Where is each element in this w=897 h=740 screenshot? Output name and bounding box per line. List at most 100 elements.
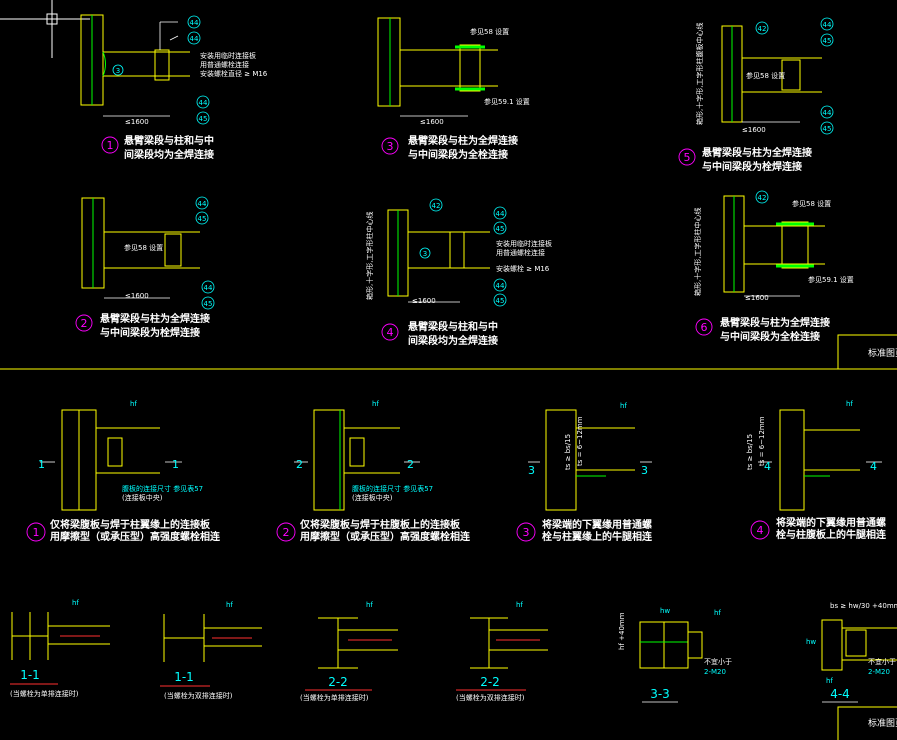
detail-top-4[interactable]: 42 44 45 44 45 3 安装用临时连接板 用普通螺栓连接 安装螺栓 ≥…	[365, 198, 552, 347]
detail-mid-4-num: 4	[757, 524, 764, 537]
detail-top-4-dim: ≤1600	[412, 297, 436, 305]
detail-mid-3-l2: 栓与柱翼缘上的牛腿相连	[542, 530, 653, 543]
detail-top-4-num: 4	[387, 326, 394, 339]
title-block-bottom-text: 标准图页	[868, 717, 897, 729]
detail-top-2-n3: 44	[204, 284, 213, 292]
detail-top-2-n2: 45	[198, 215, 207, 223]
detail-top-1-nleft: 3	[116, 67, 120, 75]
detail-mid-1-sec-right: 1	[172, 458, 179, 471]
title-block-top-text: 标准图页	[868, 347, 897, 359]
detail-mid-1[interactable]: 1 1 hf 腹板的连接尺寸 参见表57 (连接板中央) 1 仅将梁腹板与焊于柱…	[26, 400, 221, 543]
detail-top-6-num: 6	[701, 321, 708, 334]
detail-top-2-dim: ≤1600	[125, 292, 149, 300]
detail-top-5-n2: 44	[823, 21, 832, 29]
section-4-4-hw: hw	[806, 638, 816, 646]
detail-top-4-l1: 悬臂梁段与柱和与中	[407, 320, 498, 333]
detail-top-5[interactable]: 42 44 45 44 45 参见58 设置 箱形,十字形,工字形柱腹板中心线 …	[678, 17, 834, 173]
detail-top-1[interactable]: 44 44 44 45 3 安装用临时连接板 用普通螺栓连接 安装螺栓直径 ≥ …	[80, 14, 268, 161]
detail-top-1-num: 1	[107, 139, 114, 152]
detail-top-6-dim: ≤1600	[745, 294, 769, 302]
detail-mid-1-sec-left: 1	[38, 458, 45, 471]
detail-top-1-note3: 安装螺栓直径 ≥ M16	[200, 69, 268, 78]
detail-mid-4-l1: 将梁端的下翼缘用普通螺	[776, 516, 886, 529]
detail-top-4-n4: 44	[496, 282, 505, 290]
section-3-3[interactable]: hw hf hf +40mm 不宜小于 2-M20 3-3	[618, 607, 732, 703]
detail-mid-2-l1: 仅将梁腹板与焊于柱腹板上的连接板	[299, 518, 461, 531]
detail-top-5-mid: 参见58 设置	[746, 71, 785, 80]
detail-mid-3-l1: 将梁端的下翼缘用普通螺	[542, 518, 652, 531]
detail-mid-2-note2: (连接板中央)	[352, 493, 393, 502]
title-block-top: 标准图页	[837, 334, 897, 369]
section-4-4-hf: hf	[826, 677, 833, 685]
detail-top-4-note3: 安装螺栓 ≥ M16	[496, 264, 550, 273]
detail-top-2-n1: 44	[198, 200, 207, 208]
detail-mid-2-l2: 用摩擦型（或承压型）高强度螺栓相连	[299, 530, 471, 543]
detail-mid-2-num: 2	[283, 526, 290, 539]
detail-top-1-note2: 用普通螺栓连接	[200, 60, 249, 69]
section-2-2-single-note: (当螺栓为单排连接时)	[300, 693, 369, 702]
section-1-1-single[interactable]: hf 1-1 (当螺栓为单排连接时)	[10, 599, 110, 698]
section-2-2-single[interactable]: hf 2-2 (当螺栓为单排连接时)	[300, 601, 398, 702]
section-3-3-label: 3-3	[650, 687, 670, 701]
section-2-2-double-hf: hf	[516, 601, 523, 609]
detail-top-4-n5: 45	[496, 297, 505, 305]
section-2-2-single-label: 2-2	[328, 675, 348, 689]
detail-top-1-dim: ≤1600	[125, 118, 149, 126]
section-3-3-n1: 不宜小于	[704, 657, 732, 666]
section-4-4-label: 4-4	[830, 687, 850, 701]
detail-top-3-dim: ≤1600	[420, 118, 444, 126]
detail-top-2-num: 2	[81, 317, 88, 330]
detail-top-6-note-top: 参见58 设置	[792, 199, 831, 208]
detail-top-1-note1: 安装用临时连接板	[200, 51, 256, 60]
detail-top-2-l2: 与中间梁段为栓焊连接	[100, 326, 200, 339]
detail-mid-3-sec-right: 3	[641, 464, 648, 477]
detail-top-3-note-bot: 参见59.1 设置	[484, 97, 530, 106]
section-2-2-double[interactable]: hf 2-2 (当螺栓为双排连接时)	[456, 601, 548, 702]
section-1-1-single-hf: hf	[72, 599, 79, 607]
detail-mid-4-dim1: ts ≥ bs/15	[746, 434, 754, 470]
detail-mid-2-sec-right: 2	[407, 458, 414, 471]
detail-mid-3-num: 3	[523, 526, 530, 539]
section-1-1-double-hf: hf	[226, 601, 233, 609]
detail-top-4-nleft: 3	[423, 250, 427, 258]
detail-top-1-n5: 45	[199, 115, 208, 123]
detail-mid-4[interactable]: 4 4 hf ts ≥ bs/15 ts = 6~12mm 4 将梁端的下翼缘用…	[746, 400, 887, 541]
detail-mid-1-hf: hf	[130, 400, 137, 408]
detail-mid-1-note2: (连接板中央)	[122, 493, 163, 502]
detail-mid-2[interactable]: 2 2 hf 腹板的连接尺寸 参见表57 (连接板中央) 2 仅将梁腹板与焊于柱…	[276, 400, 471, 543]
detail-top-5-num: 5	[684, 151, 691, 164]
detail-top-6[interactable]: 42 参见58 设置 参见59.1 设置 箱形,十字形,工字形柱中心线 ≤160…	[693, 190, 854, 343]
detail-mid-4-sec-left: 4	[764, 460, 771, 473]
title-block-bottom: 标准图页	[837, 706, 897, 740]
section-4-4-top: bs ≥ hw/30 +40mm	[830, 602, 897, 610]
detail-top-3-num: 3	[387, 140, 394, 153]
section-3-3-hf: hf	[714, 609, 721, 617]
section-4-4-n1: 不宜小于	[868, 657, 896, 666]
detail-top-3[interactable]: 参见58 设置 参见59.1 设置 ≤1600 3 悬臂梁段与柱为全焊连接 与中…	[377, 17, 530, 161]
detail-top-5-l2: 与中间梁段为栓焊连接	[702, 160, 802, 173]
detail-mid-2-sec-left: 2	[296, 458, 303, 471]
detail-mid-4-hf: hf	[846, 400, 853, 408]
detail-top-2[interactable]: 44 45 44 45 参见58 设置 ≤1600 2 悬臂梁段与柱为全焊连接 …	[75, 196, 215, 339]
detail-mid-3-sec-left: 3	[528, 464, 535, 477]
detail-top-5-l1: 悬臂梁段与柱为全焊连接	[701, 146, 812, 159]
detail-top-4-l2: 间梁段均为全焊连接	[408, 334, 498, 347]
detail-top-5-n4: 44	[823, 109, 832, 117]
section-3-3-dim: hf +40mm	[618, 612, 626, 650]
detail-top-1-n2: 44	[190, 35, 199, 43]
section-1-1-double[interactable]: hf 1-1 (当螺栓为双排连接时)	[160, 601, 262, 700]
section-4-4[interactable]: bs ≥ hw/30 +40mm hw hf 不宜小于 2-M20 4-4	[806, 602, 897, 703]
section-2-2-double-label: 2-2	[480, 675, 500, 689]
detail-mid-3[interactable]: 3 3 hf ts ≥ bs/15 ts = 6~12mm 3 将梁端的下翼缘用…	[516, 402, 653, 543]
detail-top-2-l1: 悬臂梁段与柱为全焊连接	[99, 312, 210, 325]
detail-mid-4-sec-right: 4	[870, 460, 877, 473]
detail-mid-2-note1: 腹板的连接尺寸 参见表57	[352, 484, 433, 493]
detail-top-6-l1: 悬臂梁段与柱为全焊连接	[719, 316, 830, 329]
section-4-4-n2: 2-M20	[868, 668, 890, 676]
detail-top-5-dim: ≤1600	[742, 126, 766, 134]
detail-top-4-note2: 用普通螺栓连接	[496, 248, 545, 257]
section-1-1-double-note: (当螺栓为双排连接时)	[164, 691, 233, 700]
detail-top-5-n1: 42	[758, 25, 767, 33]
